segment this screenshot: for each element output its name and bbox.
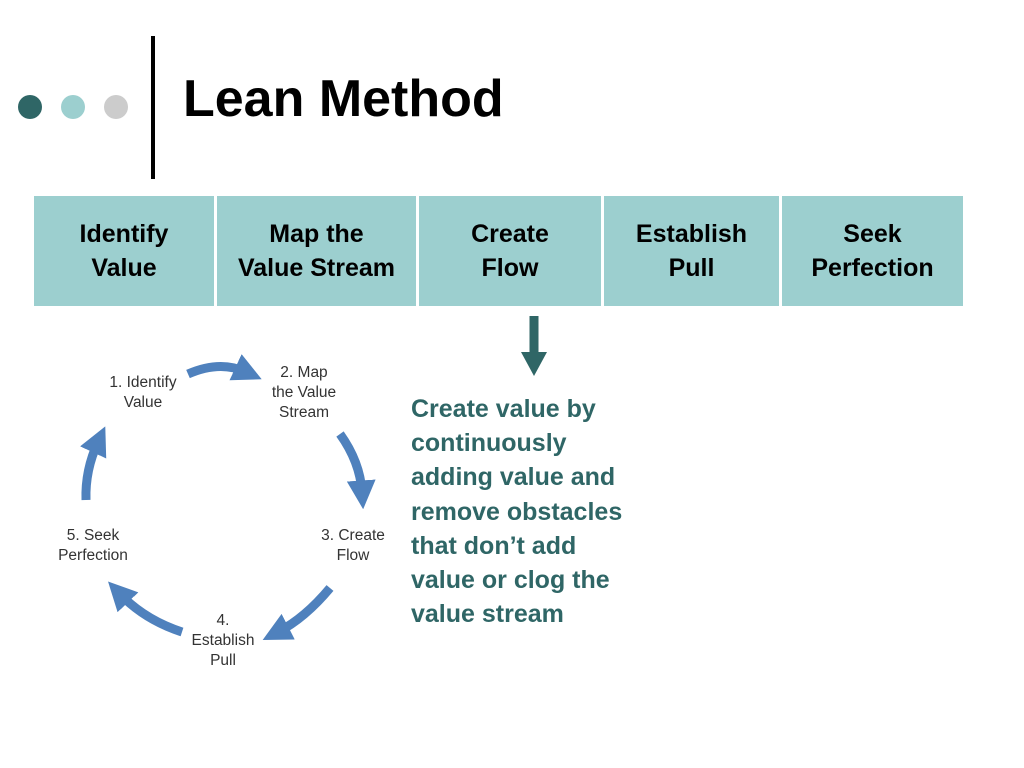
description-line: that don’t add <box>411 531 577 560</box>
description-line: Create value by <box>411 395 596 423</box>
cycle-arrow-1-to-2 <box>186 354 262 381</box>
cycle-arrow-4-to-5 <box>108 581 184 637</box>
step-cell-line: Pull <box>668 254 715 282</box>
cycle-label-line: Flow <box>336 547 370 564</box>
decor-dot-teal <box>61 95 85 119</box>
cycle-label-line: 1. Identify <box>109 374 177 391</box>
cycle-label-line: the Value <box>271 384 337 401</box>
step-cell-seek-perfection: Seek Perfection <box>782 196 963 306</box>
cycle-label-line: 4. <box>216 612 230 629</box>
step-cell-line: Value Stream <box>237 254 396 282</box>
step-cell-line: Establish <box>635 220 748 248</box>
cycle-label-line: 3. Create <box>321 527 385 544</box>
step-cell-create-flow: Create Flow <box>419 196 601 306</box>
step-cell-line: Value <box>91 254 157 282</box>
decor-dot-dark <box>18 95 42 119</box>
lean-cycle-diagram <box>80 354 376 640</box>
slide-title: Lean Method <box>183 70 504 128</box>
step-cell-line: Flow <box>481 254 539 282</box>
down-arrow-icon <box>521 316 547 376</box>
step-cell-line: Perfection <box>811 254 934 282</box>
lean-steps-table: Identify Value Map the Value Stream Crea… <box>34 196 963 306</box>
cycle-label-seek-perfection: 5. Seek Perfection <box>48 526 138 566</box>
cycle-label-line: Pull <box>210 652 236 669</box>
cycle-label-create-flow: 3. Create Flow <box>310 526 396 566</box>
cycle-label-line: Value <box>123 394 163 411</box>
cycle-arrow-2-to-3 <box>336 431 376 510</box>
cycle-label-establish-pull: 4. Establish Pull <box>182 611 264 671</box>
cycle-label-line: Stream <box>279 404 329 421</box>
description-line: value stream <box>411 600 564 629</box>
cycle-arrow-5-to-1 <box>80 426 107 501</box>
step-cell-establish-pull: Establish Pull <box>604 196 779 306</box>
step-cell-line: Create <box>471 220 549 248</box>
title-divider <box>151 36 155 179</box>
decor-dot-gray <box>104 95 128 119</box>
step-cell-line: Map the <box>269 220 364 248</box>
cycle-label-line: 2. Map <box>280 364 328 381</box>
description-line: value or clog the <box>411 566 610 595</box>
cycle-label-map-value-stream: 2. Map the Value Stream <box>259 363 349 423</box>
cycle-label-line: Establish <box>191 632 255 649</box>
create-flow-description: Create value by continuously adding valu… <box>411 392 671 631</box>
cycle-label-line: 5. Seek <box>66 527 120 544</box>
step-cell-line: Seek <box>843 220 902 248</box>
step-cell-map-value-stream: Map the Value Stream <box>217 196 416 306</box>
cycle-label-identify-value: 1. Identify Value <box>98 373 188 413</box>
description-line: adding value and <box>411 463 616 492</box>
cycle-label-line: Perfection <box>58 547 128 564</box>
step-cell-line: Identify <box>79 220 169 248</box>
cycle-arrow-3-to-4 <box>262 585 334 640</box>
description-line: remove obstacles <box>411 497 623 526</box>
description-line: continuously <box>411 429 567 458</box>
step-cell-identify-value: Identify Value <box>34 196 214 306</box>
